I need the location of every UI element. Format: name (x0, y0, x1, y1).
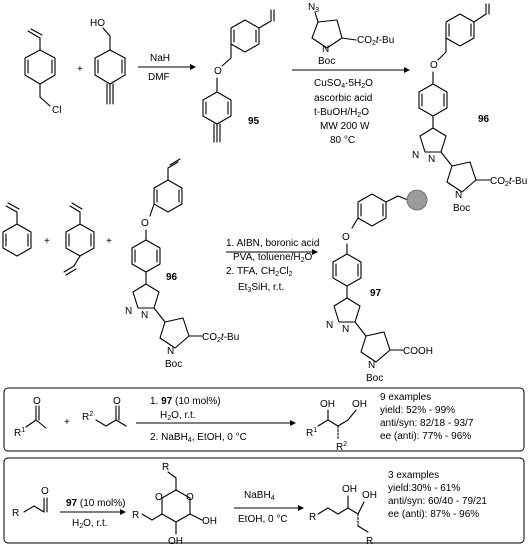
condition-ascorbic: ascorbic acid (314, 93, 372, 104)
svg-text:O: O (430, 60, 438, 71)
svg-text:R2: R2 (336, 441, 347, 453)
svg-text:CO2t-Bu: CO2t-Bu (202, 332, 239, 344)
box2-result-1: yield:30% - 61% (388, 483, 460, 494)
trioxane-intermediate-structure: O O R OH R OH (132, 462, 217, 547)
compound-96-structure: O N N N CO2t-Bu Boc (412, 3, 527, 214)
svg-text:OH: OH (202, 516, 217, 527)
ethynylbenzyl-alcohol-structure: HO (90, 18, 126, 105)
svg-text:O: O (186, 492, 194, 503)
svg-text:N: N (428, 154, 435, 165)
svg-text:N: N (326, 320, 333, 331)
svg-text:CO2t-Bu: CO2t-Bu (490, 176, 527, 188)
svg-text:R: R (366, 536, 373, 547)
ho-label: HO (90, 18, 105, 29)
svg-text:O: O (342, 232, 350, 243)
svg-text:Boc: Boc (453, 203, 470, 214)
azido-proline-reagent: N3 N CO2t-Bu Boc (308, 2, 394, 67)
divinylbenzene-structure (63, 202, 95, 276)
box1-step1b: H2O, r.t. (160, 410, 196, 422)
condition-solvent: t-BuOH/H2O (314, 107, 369, 119)
cl-label: Cl (52, 105, 61, 116)
aldehyde-r-structure: O R (12, 486, 49, 519)
svg-text:N3: N3 (308, 2, 319, 14)
box1-result-2: anti/syn: 82/18 - 93/7 (380, 418, 474, 429)
svg-text:N: N (322, 44, 329, 55)
box1-plus: + (64, 417, 70, 428)
svg-text:OH: OH (320, 399, 335, 410)
diol-product-2-structure: R OH OH R (309, 484, 377, 547)
compound-97-structure: O N N N COOH Boc (326, 189, 433, 384)
box1-result-0: 9 examples (380, 392, 431, 403)
svg-text:R: R (12, 508, 19, 519)
plus-sign-2: + (44, 236, 50, 247)
svg-text:OH: OH (362, 490, 377, 501)
box2-reagent: NaBH4 (244, 490, 275, 502)
svg-text:OH: OH (342, 484, 357, 495)
compound-95-structure: O (202, 9, 275, 143)
svg-text:O: O (33, 396, 41, 407)
box2-solvent: H2O, r.t. (72, 518, 108, 530)
plus-sign: + (77, 64, 83, 75)
styrene-structure (2, 202, 32, 257)
box2-reagent2: EtOH, 0 °C (238, 514, 288, 525)
condition-tfa: 2. TFA, CH2Cl2 (226, 266, 293, 278)
svg-text:N: N (368, 360, 375, 371)
compound-96-label: 96 (478, 114, 490, 125)
box1-result-3: ee (anti): 77% - 96% (380, 431, 471, 442)
svg-text:O: O (113, 396, 121, 407)
svg-text:CO2t-Bu: CO2t-Bu (357, 35, 394, 47)
svg-text:R: R (309, 512, 316, 523)
svg-text:OH: OH (352, 399, 367, 410)
polymer-bead-icon (406, 189, 428, 211)
condition-pva: PVA, toluene/H2O (233, 252, 313, 264)
scheme-box-2 (3, 457, 525, 544)
condition-et3sih: Et3SiH, r.t. (238, 282, 284, 294)
svg-text:N: N (125, 306, 132, 317)
svg-text:R1: R1 (306, 427, 317, 439)
svg-text:O: O (214, 66, 222, 77)
compound-95-label: 95 (248, 116, 260, 127)
condition-temp: 80 °C (330, 135, 355, 146)
svg-text:R1: R1 (14, 427, 25, 439)
svg-text:N: N (167, 346, 174, 357)
box2-result-2: anti/syn: 60/40 - 79/21 (388, 496, 487, 507)
box2-catalyst: 97 (10 mol%) (66, 498, 125, 509)
svg-text:R: R (132, 510, 139, 521)
svg-text:N: N (455, 190, 462, 201)
plus-sign-3: + (106, 236, 112, 247)
svg-text:Boc: Boc (165, 359, 182, 370)
box2-result-0: 3 examples (388, 470, 439, 481)
aldehyde-r1-structure: O R1 (14, 396, 47, 439)
reagent-nah: NaH (150, 53, 170, 64)
compound-97-label: 97 (370, 288, 382, 299)
svg-text:N: N (141, 310, 148, 321)
scheme-box-1 (3, 387, 525, 452)
svg-text:R2: R2 (82, 411, 93, 423)
svg-text:O: O (155, 492, 163, 503)
diol-product-1-structure: OH OH R1 R2 (306, 399, 367, 453)
aldehyde-r2-structure: O R2 (82, 396, 127, 427)
svg-text:N: N (412, 150, 419, 161)
box1-result-1: yield: 52% - 99% (380, 405, 455, 416)
compound-96-reactant-label: 96 (166, 272, 178, 283)
reagent-dmf: DMF (148, 72, 170, 83)
box2-result-3: ee (anti): 87% - 96% (388, 509, 479, 520)
condition-aibn: 1. AIBN, boronic acid (226, 238, 319, 249)
box1-step2: 2. NaBH4, EtOH, 0 °C (150, 432, 247, 444)
svg-text:N: N (342, 324, 349, 335)
box1-step1: 1. 97 (10 mol%) (150, 396, 221, 407)
condition-cuso4: CuSO4·5H2O (314, 78, 373, 90)
compound-96-reactant-structure: O N N N CO2t-Bu Boc (125, 158, 239, 370)
svg-text:OH: OH (168, 536, 183, 547)
svg-text:Boc: Boc (318, 56, 335, 67)
svg-text:Boc: Boc (366, 373, 383, 384)
condition-mw: MW 200 W (320, 121, 370, 132)
svg-text:O: O (41, 486, 49, 497)
svg-text:COOH: COOH (403, 346, 433, 357)
svg-text:O: O (141, 218, 149, 229)
svg-text:R: R (162, 462, 169, 473)
vinylbenzyl-chloride-structure: Cl (24, 28, 61, 116)
